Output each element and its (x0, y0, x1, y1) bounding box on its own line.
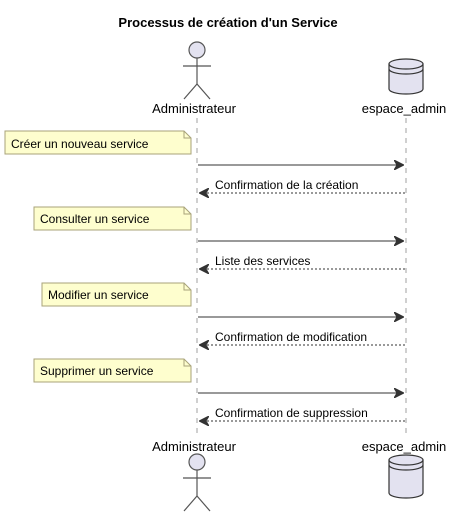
database-icon-top (388, 58, 424, 95)
message-delete-confirmation: Confirmation de suppression (215, 406, 368, 420)
actor-label-bottom: Administrateur (152, 439, 236, 454)
note-consult-service: Consulter un service (33, 206, 192, 231)
diagram-title: Processus de création d'un Service (118, 15, 337, 30)
note-consult-service-text: Consulter un service (40, 212, 150, 226)
note-create-service-text: Créer un nouveau service (11, 137, 149, 151)
actor-icon-top (183, 41, 211, 100)
message-service-list: Liste des services (215, 254, 310, 268)
note-modify-service-text: Modifier un service (48, 288, 149, 302)
actor-icon-bottom (183, 453, 211, 512)
note-delete-service-text: Supprimer un service (40, 364, 154, 378)
actor-label-top: Administrateur (152, 101, 236, 116)
note-create-service: Créer un nouveau service (4, 130, 192, 155)
note-delete-service: Supprimer un service (33, 358, 192, 383)
message-modify-confirmation: Confirmation de modification (215, 330, 367, 344)
database-icon-bottom (388, 454, 424, 499)
database-label-bottom: espace_admin (362, 439, 447, 454)
database-label-top: espace_admin (362, 101, 447, 116)
message-create-confirmation: Confirmation de la création (215, 178, 358, 192)
note-modify-service: Modifier un service (41, 282, 192, 307)
